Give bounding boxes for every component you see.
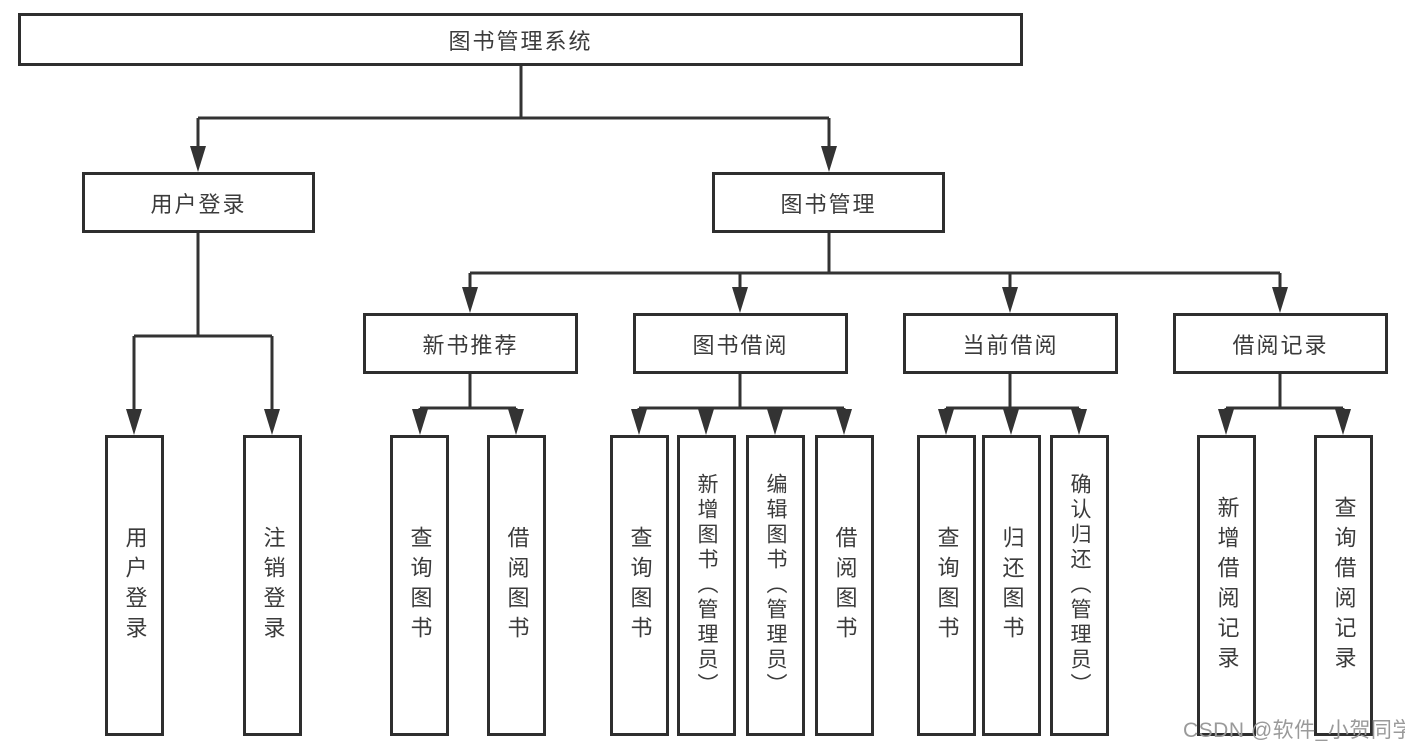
- leaf-query-borrow-record: 查询借阅记录: [1314, 435, 1373, 736]
- leaf-user-login: 用户登录: [105, 435, 164, 736]
- leaf-query-books-borrow: 查询图书: [610, 435, 669, 736]
- node-label: 借阅记录: [1232, 332, 1329, 358]
- leaf-add-book-admin: 新增图书（管理员）: [677, 435, 736, 736]
- node-label: 新书推荐: [422, 332, 519, 358]
- node-current-borrow: 当前借阅: [903, 313, 1118, 374]
- node-label: 新增图书（管理员）: [695, 473, 718, 698]
- node-label: 用户登录: [150, 191, 247, 217]
- node-label: 查询借阅记录: [1331, 495, 1357, 676]
- leaf-query-books-current: 查询图书: [917, 435, 976, 736]
- node-label: 注销登录: [260, 525, 286, 646]
- leaf-borrow-books-recommend: 借阅图书: [487, 435, 546, 736]
- node-new-book-recommend: 新书推荐: [363, 313, 578, 374]
- node-label: 借阅图书: [504, 525, 530, 646]
- node-label: 归还图书: [999, 525, 1025, 646]
- node-borrow-records: 借阅记录: [1173, 313, 1388, 374]
- node-label: 新增借阅记录: [1214, 495, 1240, 676]
- node-label: 图书管理: [780, 191, 877, 217]
- leaf-return-book: 归还图书: [982, 435, 1041, 736]
- node-label: 当前借阅: [962, 332, 1059, 358]
- node-label: 图书借阅: [692, 332, 789, 358]
- leaf-confirm-return-admin: 确认归还（管理员）: [1050, 435, 1109, 736]
- node-label: 查询图书: [934, 525, 960, 646]
- node-library-management-system: 图书管理系统: [18, 13, 1023, 66]
- leaf-logout: 注销登录: [243, 435, 302, 736]
- node-label: 编辑图书（管理员）: [764, 473, 787, 698]
- node-label: 图书管理系统: [448, 28, 593, 54]
- node-label: 查询图书: [407, 525, 433, 646]
- node-label: 借阅图书: [832, 525, 858, 646]
- node-label: 查询图书: [627, 525, 653, 646]
- node-book-borrow: 图书借阅: [633, 313, 848, 374]
- leaf-edit-book-admin: 编辑图书（管理员）: [746, 435, 805, 736]
- node-label: 确认归还（管理员）: [1068, 473, 1091, 698]
- csdn-watermark: CSDN @软件_小贺同学: [1183, 719, 1405, 742]
- leaf-add-borrow-record: 新增借阅记录: [1197, 435, 1256, 736]
- node-user-login: 用户登录: [82, 172, 315, 233]
- leaf-query-books-recommend: 查询图书: [390, 435, 449, 736]
- leaf-borrow-books: 借阅图书: [815, 435, 874, 736]
- node-label: 用户登录: [122, 525, 148, 646]
- node-book-management: 图书管理: [712, 172, 945, 233]
